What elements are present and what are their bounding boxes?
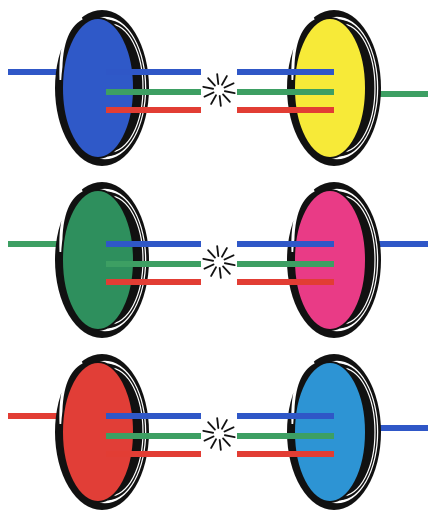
row-1-middle-beam-blue-left — [106, 69, 201, 75]
row-2-left-green-filter — [55, 182, 149, 338]
row-3-middle-beam-blue-left — [106, 413, 201, 419]
burst-ray — [225, 263, 235, 265]
burst-ray — [217, 418, 218, 428]
row-3-middle-beam-blue-right — [237, 413, 334, 419]
burst-ray — [220, 96, 221, 106]
row-3-right-cyan-filter — [287, 354, 381, 510]
row-2-burst-icon — [203, 246, 234, 278]
burst-ray — [203, 87, 213, 89]
row-2-right-magenta-filter — [287, 182, 381, 338]
row-2-middle-beam-blue-right — [237, 241, 334, 247]
burst-ray — [225, 435, 235, 437]
burst-ray — [208, 250, 215, 257]
row-2-right-magenta-lens — [294, 190, 366, 330]
burst-ray — [203, 431, 213, 433]
row-3-middle-beam-green-left — [106, 433, 201, 439]
burst-ray — [220, 268, 221, 278]
row-1-right-yellow-lens — [294, 18, 366, 158]
row-2-middle-beam-red-left — [106, 279, 201, 285]
burst-ray — [222, 76, 227, 85]
burst-ray — [225, 91, 235, 93]
row-1-middle-beam-green-right — [237, 89, 334, 95]
row-3-middle-beam-green-right — [237, 433, 334, 439]
row-3-left-red-filter — [55, 354, 149, 510]
burst-ray — [224, 83, 233, 87]
burst-ray — [223, 266, 230, 273]
burst-ray — [204, 92, 213, 96]
row-2-middle-beam-green-left — [106, 261, 201, 267]
row-1-middle-beam-red-right — [237, 107, 334, 113]
row-3-left-red-lens — [62, 362, 134, 502]
burst-ray — [203, 259, 213, 261]
burst-ray — [220, 440, 221, 450]
burst-ray — [224, 255, 233, 259]
burst-ray — [211, 267, 216, 276]
row-1-middle-beam-red-left — [106, 107, 201, 113]
burst-ray — [223, 94, 230, 101]
burst-ray — [208, 422, 215, 429]
burst-ray — [223, 438, 230, 445]
row-1-burst-icon — [203, 74, 234, 106]
burst-ray — [217, 246, 218, 256]
row-1-right-yellow-filter — [287, 10, 381, 166]
burst-ray — [204, 264, 213, 268]
row-1-middle-beam-green-left — [106, 89, 201, 95]
burst-ray — [211, 439, 216, 448]
row-3-middle-beam-red-right — [237, 451, 334, 457]
burst-ray — [217, 74, 218, 84]
burst-ray — [222, 248, 227, 257]
row-3-middle-beam-red-left — [106, 451, 201, 457]
row-2-middle-beam-green-right — [237, 261, 334, 267]
row-3-burst-icon — [203, 418, 234, 450]
burst-ray — [224, 427, 233, 431]
burst-ray — [222, 420, 227, 429]
burst-ray — [208, 78, 215, 85]
row-1-middle-beam-blue-right — [237, 69, 334, 75]
burst-ray — [211, 95, 216, 104]
row-3-right-cyan-lens — [294, 362, 366, 502]
row-1-left-blue-filter — [55, 10, 149, 166]
burst-ray — [204, 436, 213, 440]
row-2-middle-beam-red-right — [237, 279, 334, 285]
row-1-left-blue-lens — [62, 18, 134, 158]
row-2-left-green-lens — [62, 190, 134, 330]
row-2-middle-beam-blue-left — [106, 241, 201, 247]
